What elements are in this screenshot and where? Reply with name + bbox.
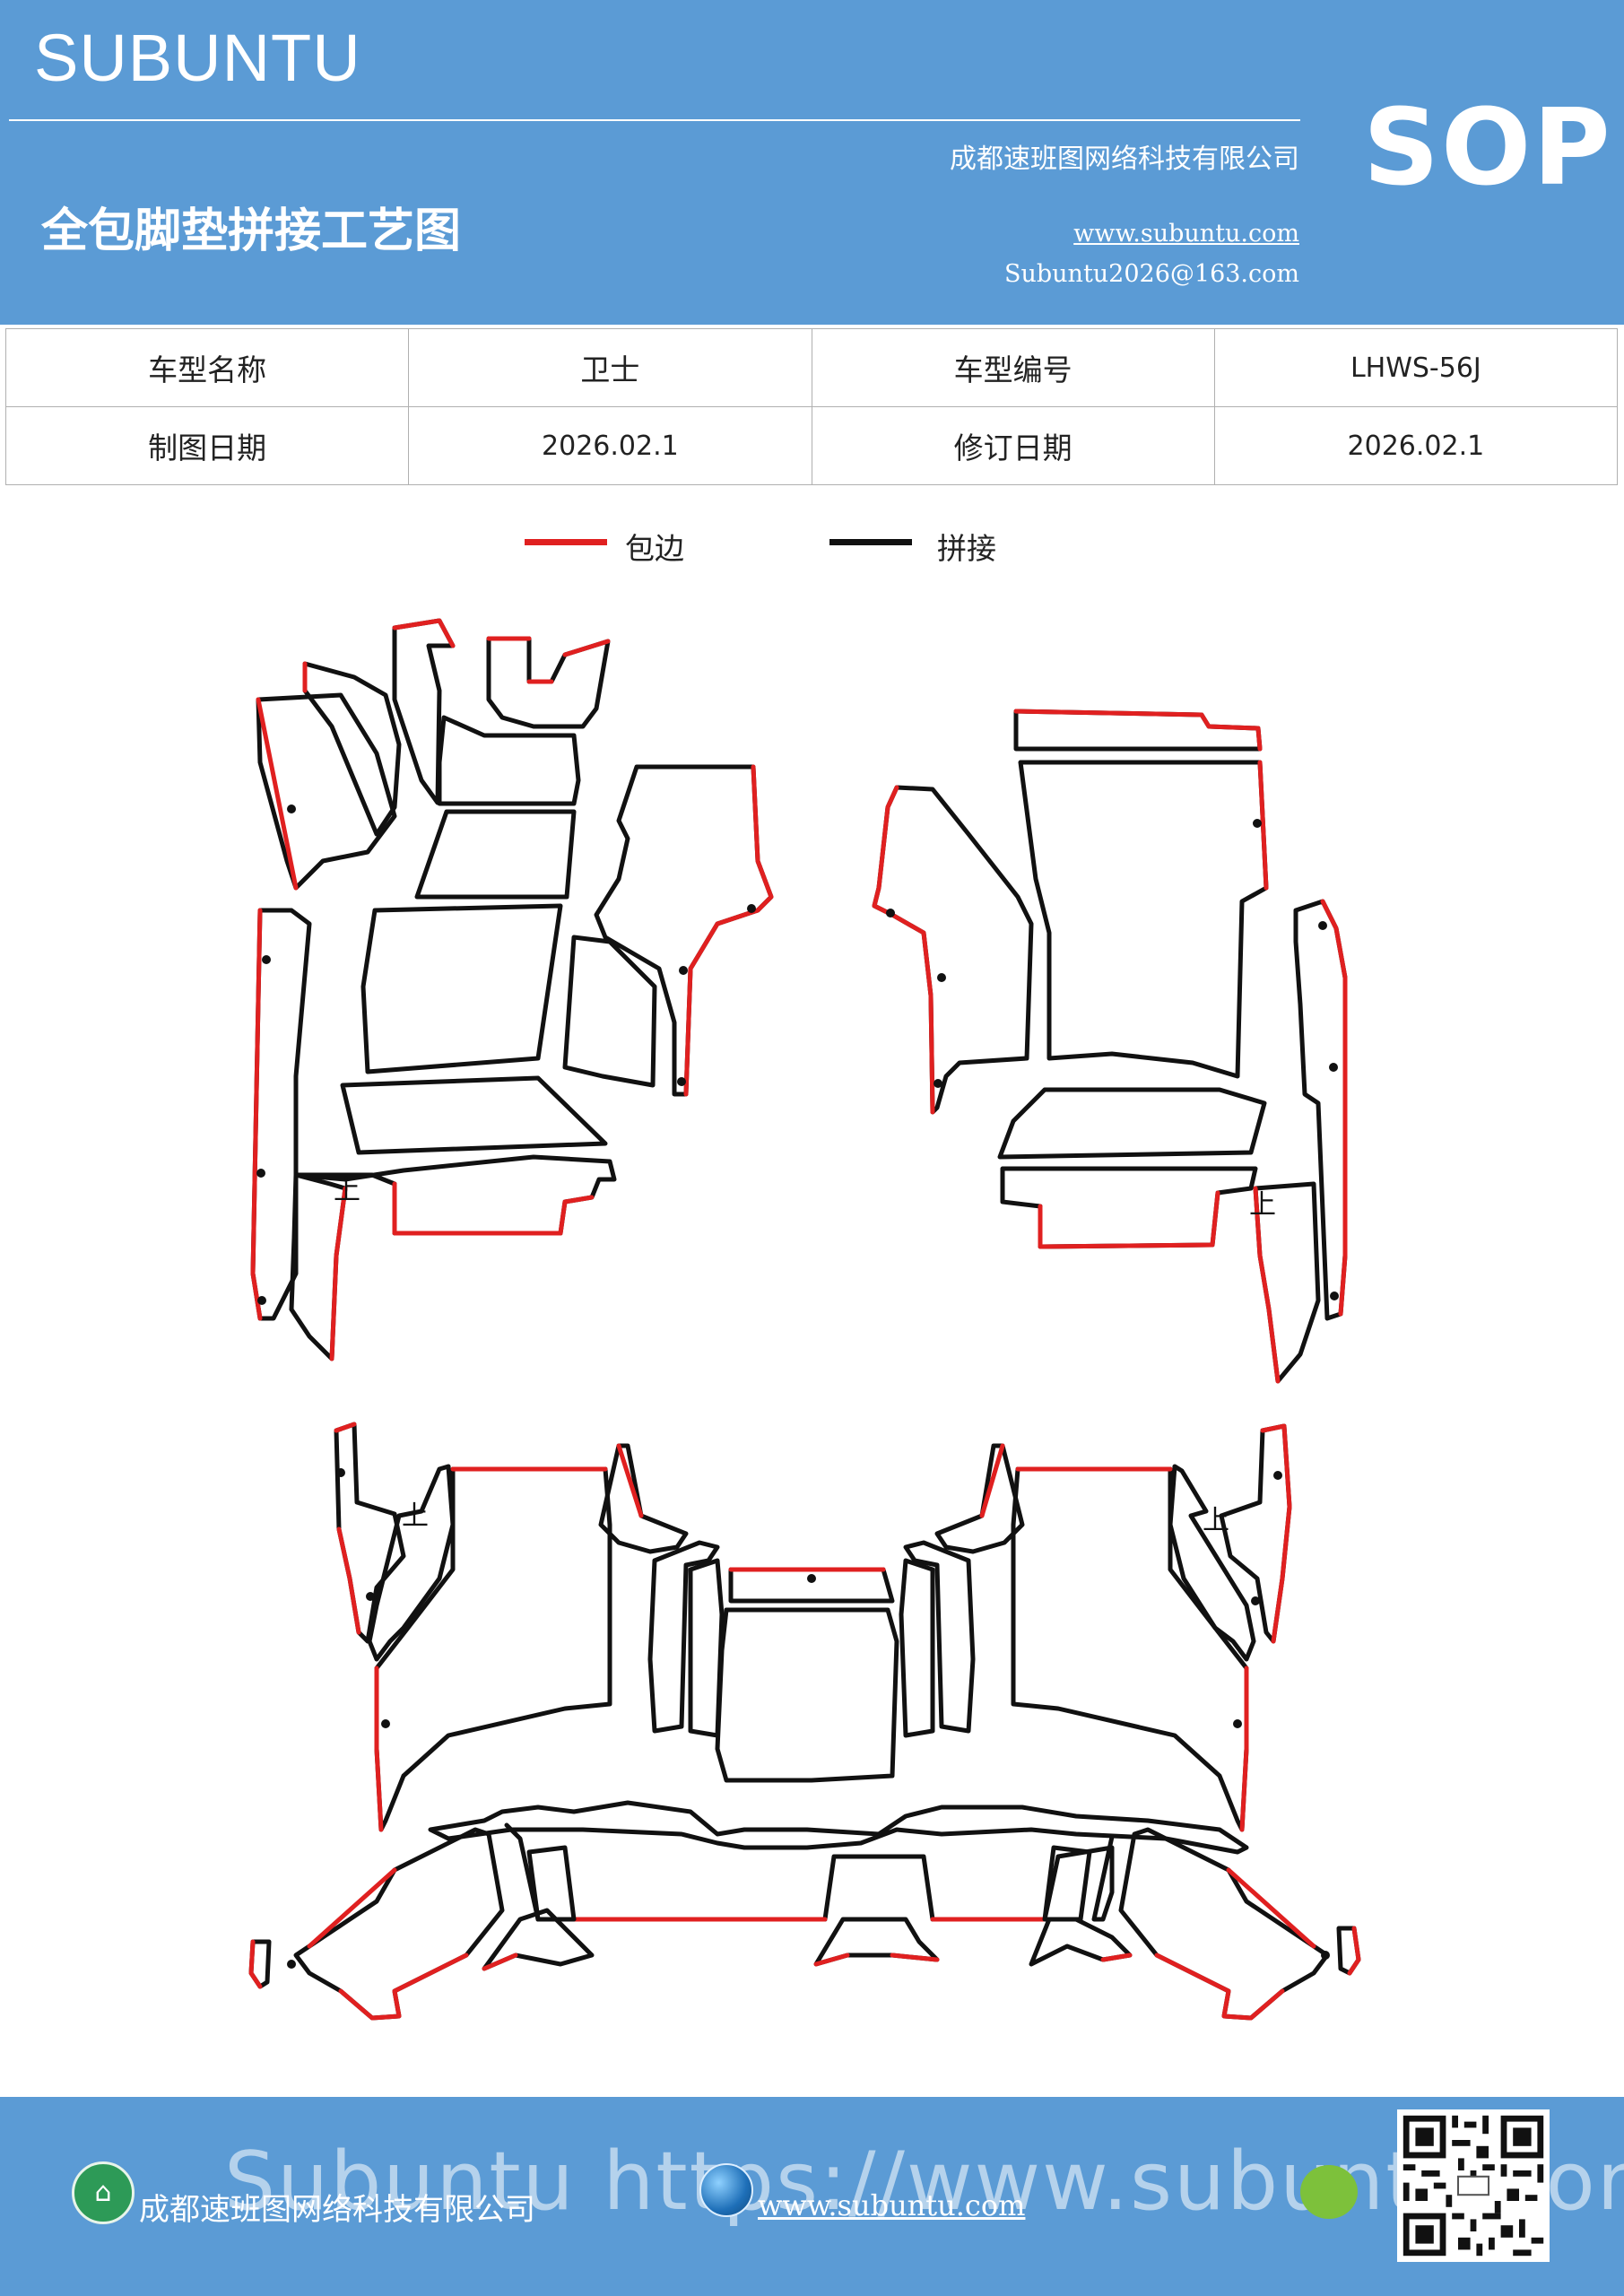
legend-swatch-red	[525, 539, 607, 545]
website-link[interactable]: www.subuntu.com	[1073, 220, 1299, 248]
orientation-mark: 上	[1249, 1189, 1276, 1221]
legend-edge: 包边	[525, 525, 722, 570]
front-right-mat-group: 上	[872, 709, 1348, 1384]
qr-code-icon[interactable]	[1397, 2109, 1550, 2262]
sop-label: SOP	[1363, 85, 1612, 209]
building-icon: ⌂	[72, 2161, 135, 2224]
footer-company-name: 成都速班图网络科技有限公司	[139, 2192, 535, 2228]
email-address[interactable]: Subuntu2026@163.com	[1004, 260, 1299, 288]
table-row: 制图日期 2026.02.1 修订日期 2026.02.1	[4, 406, 1619, 485]
watermark-text: Subuntu https://www.subuntu.com	[224, 2135, 1624, 2229]
header-divider	[9, 119, 1300, 121]
table-cell-label: 车型编号	[811, 328, 1215, 407]
legend-label-edge: 包边	[625, 531, 684, 566]
orientation-mark: 上	[1203, 1505, 1229, 1536]
rear-mat-group: 上 上	[248, 1422, 1361, 2021]
table-cell-label: 车型名称	[4, 328, 410, 407]
vehicle-info-table: 车型名称 卫士 车型编号 LHWS-56J 制图日期 2026.02.1 修订日…	[4, 328, 1619, 485]
front-left-mat-group: 上	[250, 618, 774, 1361]
table-cell-value: 2026.02.1	[1213, 406, 1619, 485]
table-cell-value: LHWS-56J	[1213, 328, 1619, 407]
table-cell-value: 2026.02.1	[408, 406, 812, 485]
table-cell-label: 制图日期	[4, 406, 410, 485]
wechat-icon[interactable]	[1300, 2165, 1358, 2219]
table-cell-label: 修订日期	[811, 406, 1215, 485]
legend-swatch-black	[829, 539, 912, 545]
legend-seam: 拼接	[829, 525, 1027, 570]
footer-website-link[interactable]: www.subuntu.com	[758, 2188, 1026, 2222]
company-name: 成都速班图网络科技有限公司	[950, 144, 1299, 175]
legend-label-seam: 拼接	[937, 531, 996, 566]
table-cell-value: 卫士	[408, 328, 812, 407]
document-title: 全包脚垫拼接工艺图	[41, 204, 462, 258]
header-banner: SUBUNTU SOP 成都速班图网络科技有限公司 全包脚垫拼接工艺图 www.…	[0, 0, 1624, 325]
orientation-mark: 上	[402, 1500, 429, 1532]
brand-logo-text: SUBUNTU	[34, 21, 361, 95]
globe-icon	[699, 2163, 753, 2217]
orientation-mark: 上	[334, 1175, 360, 1206]
table-row: 车型名称 卫士 车型编号 LHWS-56J	[4, 328, 1619, 407]
